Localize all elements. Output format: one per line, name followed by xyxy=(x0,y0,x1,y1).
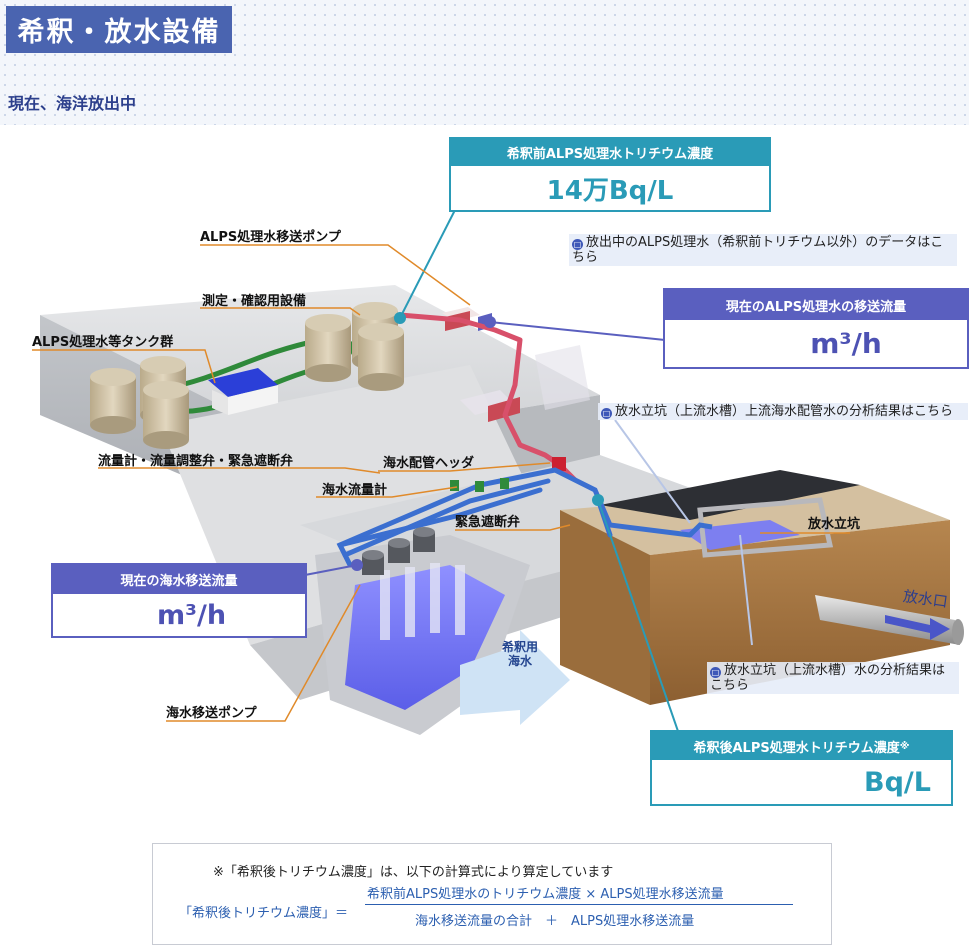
label-measure-confirm: 測定・確認用設備 xyxy=(202,294,307,309)
formula-box: ※「希釈後トリチウム濃度」は、以下の計算式により算定しています 「希釈後トリチウ… xyxy=(152,843,832,945)
panel-pre-dilution-tritium: 希釈前ALPS処理水トリチウム濃度 14万Bq/L xyxy=(449,137,771,212)
pump-building xyxy=(208,368,278,415)
panel-seawater-flow-header: 現在の海水移送流量 xyxy=(53,565,305,594)
panel-post-dilution-tritium: 希釈後ALPS処理水トリチウム濃度※ Bq/L xyxy=(650,730,953,806)
discharge-status-text: 現在、海洋放出中 xyxy=(8,94,137,113)
label-tank-group: ALPS処理水等タンク群 xyxy=(32,335,174,350)
panel-pre-dilution-header: 希釈前ALPS処理水トリチウム濃度 xyxy=(451,139,769,166)
formula-denominator: 海水移送流量の合計 ＋ ALPS処理水移送流量 xyxy=(415,914,695,929)
label-seawater-pump: 海水移送ポンプ xyxy=(166,706,257,721)
dilution-seawater-arrow xyxy=(460,630,570,725)
link-shaft-water-analysis[interactable]: □放水立坑（上流水槽）水の分析結果はこちら xyxy=(707,662,959,694)
label-discharge-shaft: 放水立坑 xyxy=(808,517,861,532)
shaft-dark-slab xyxy=(600,470,860,520)
panel-alps-flow-value: m³/h xyxy=(810,327,882,360)
panel-seawater-transfer-flow: 現在の海水移送流量 m³/h xyxy=(51,563,307,638)
shaft-front xyxy=(650,520,950,705)
link-upstream-seawater-analysis[interactable]: □放水立坑（上流水槽）上流海水配管水の分析結果はこちら xyxy=(598,403,968,420)
label-flowmeter-valves: 流量計・流量調整弁・緊急遮断弁 xyxy=(98,454,294,469)
panel-post-dilution-header-text: 希釈後ALPS処理水トリチウム濃度 xyxy=(693,740,900,756)
label-dilution-seawater: 希釈用 海水 xyxy=(501,640,538,668)
panel-seawater-flow-value: m³/h xyxy=(157,599,227,631)
panel-pre-dilution-value: 14万Bq/L xyxy=(546,175,674,206)
shaft-inflow-pipe xyxy=(688,522,713,537)
formula-lhs: 「希釈後トリチウム濃度」＝ xyxy=(179,906,349,921)
seawater-pumps xyxy=(362,527,435,575)
formula-note: ※「希釈後トリチウム濃度」は、以下の計算式により算定しています xyxy=(213,865,614,880)
link-icon: □ xyxy=(572,239,583,250)
seawater-pipes xyxy=(336,467,693,568)
panel-connectors xyxy=(399,209,681,738)
formula-fraction-line xyxy=(365,904,793,905)
panel-alps-flow-header: 現在のALPS処理水の移送流量 xyxy=(665,290,967,320)
link-icon: □ xyxy=(710,667,721,678)
facility-diagram: ALPS処理水移送ポンプ 測定・確認用設備 ALPS処理水等タンク群 流量計・流… xyxy=(0,125,969,825)
discharge-arrow xyxy=(885,615,950,640)
tank-group xyxy=(90,302,404,449)
flow-control-box xyxy=(460,345,590,422)
label-alps-transfer-pump: ALPS処理水移送ポンプ xyxy=(200,230,341,245)
page-title: 希釈・放水設備 xyxy=(6,6,232,53)
shaft-side xyxy=(560,510,650,705)
link-alps-water-data[interactable]: □放出中のALPS処理水（希釈前トリチウム以外）のデータはこちら xyxy=(569,234,957,266)
post-dilution-note-mark: ※ xyxy=(899,740,910,752)
shaft-wall xyxy=(697,497,834,558)
label-seawater-flowmeter: 海水流量計 xyxy=(322,483,388,498)
intake-screens xyxy=(380,563,465,640)
label-emergency-valve: 緊急遮断弁 xyxy=(455,515,521,530)
seawater-flowmeters xyxy=(450,478,509,492)
panel-alps-transfer-flow: 現在のALPS処理水の移送流量 m³/h xyxy=(663,288,969,369)
panel-post-dilution-header: 希釈後ALPS処理水トリチウム濃度※ xyxy=(652,732,951,760)
header-band: 希釈・放水設備 現在、海洋放出中 xyxy=(0,0,969,125)
link-icon: □ xyxy=(601,408,612,419)
facility-illustration xyxy=(32,209,964,738)
callout-lines xyxy=(32,244,850,722)
label-seawater-header: 海水配管ヘッダ xyxy=(383,456,475,471)
panel-post-dilution-value: Bq/L xyxy=(864,766,931,798)
discharge-pipe-end xyxy=(952,619,964,645)
formula-numerator: 希釈前ALPS処理水のトリチウム濃度 × ALPS処理水移送流量 xyxy=(367,887,724,902)
